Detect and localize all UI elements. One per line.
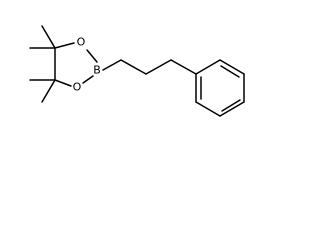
ring-double-bond [221, 99, 241, 112]
bond-ox-top-boron [86, 49, 98, 63]
ring-bond [195, 59, 221, 75]
bond-cq-top-ox-top [54, 42, 75, 49]
ring-bond [219, 59, 245, 75]
dioxaborolane-ring [54, 42, 98, 87]
structure-diagram: O B O [29, 25, 245, 117]
ring-bond [195, 101, 221, 117]
chain-bond [120, 59, 147, 75]
phenyl-ring [195, 59, 245, 117]
butyl-chain [102, 59, 197, 75]
bond-ox-bottom-cq-bottom [54, 79, 72, 87]
methyl-bond [41, 79, 56, 103]
chain-bond [170, 59, 197, 75]
oxygen-top-label: O [77, 36, 86, 49]
boron-label: B [93, 64, 101, 77]
ring-double-bond [220, 65, 240, 78]
chain-bond [145, 59, 172, 75]
chain-bond [102, 59, 122, 71]
bond-boron-ox-bottom [82, 75, 94, 84]
ring-bond [219, 101, 245, 117]
oxygen-bottom-label: O [73, 81, 82, 94]
methyl-bond [41, 25, 56, 49]
methyl-groups [29, 25, 56, 103]
